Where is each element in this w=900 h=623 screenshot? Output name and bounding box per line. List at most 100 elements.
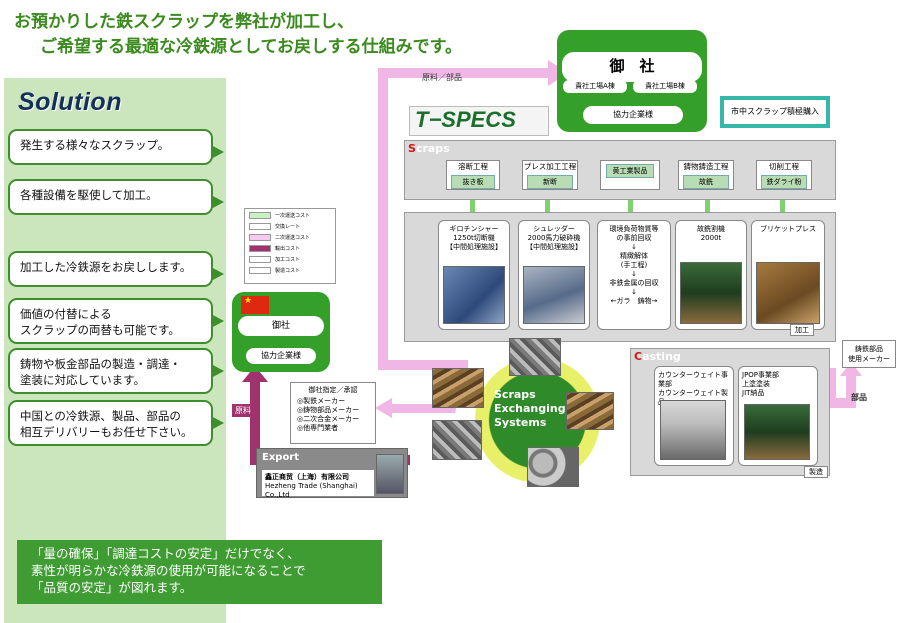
process-3: 黄工業製品 bbox=[600, 160, 660, 190]
client-partner: 協力企業様 bbox=[583, 106, 683, 124]
designation-item-2: ◎鋳物部品メーカー bbox=[297, 406, 360, 414]
bubble-4: 価値の付替による スクラップの両替も可能です。 bbox=[8, 298, 224, 344]
legend-swatch-6 bbox=[249, 267, 271, 274]
bubble-3-text: 加工した冷鉄源をお戻しします。 bbox=[20, 260, 192, 274]
pink-horizontal-mid bbox=[378, 360, 468, 370]
legend-swatch-2 bbox=[249, 223, 271, 230]
china-partner: 協力企業様 bbox=[246, 348, 316, 364]
photo-shredder bbox=[523, 266, 585, 324]
export-company-en: Hezheng Trade (Shanghai) Co.,Ltd bbox=[265, 482, 358, 499]
flow-label-top: 原料／部品 bbox=[422, 73, 462, 82]
process-3-sub: 黄工業製品 bbox=[605, 164, 655, 178]
china-client-title: 御社 bbox=[238, 316, 324, 336]
casting-col2-text: JPOP事業部 上塗塗装 JIT納品 bbox=[742, 371, 780, 397]
bubble-2-text: 各種設備を駆使して加工。 bbox=[20, 188, 158, 202]
photo-scrap-4 bbox=[432, 420, 482, 460]
legend-item-5: 加工コスト bbox=[249, 255, 331, 264]
photo-scrap-5 bbox=[527, 447, 579, 487]
brand-box bbox=[409, 106, 549, 136]
legend-item-1: 一次運送コスト bbox=[249, 211, 331, 220]
process-2: プレス加工工程新断 bbox=[522, 160, 578, 190]
machine-1-text: ギロチンシャー 1250t切断機 【中間処理施設】 bbox=[446, 225, 502, 251]
photo-guillotine bbox=[443, 266, 505, 324]
machine-3: 環境負荷物質等 の事前回収 ↓ 精緻解体 (手工程) ↓ 非鉄金属の回収 ↓ ←… bbox=[597, 220, 671, 330]
machine-5-text: ブリケットプレス bbox=[760, 225, 816, 233]
legend-swatch-3 bbox=[249, 234, 271, 241]
designation-box: 御社指定／承認 ◎製鉄メーカー ◎鋳物部品メーカー ◎二次合金メーカー ◎他専門… bbox=[290, 382, 376, 444]
process-1-sub: 抜き板 bbox=[451, 175, 495, 189]
legend-swatch-4 bbox=[249, 245, 271, 252]
bubble-2: 各種設備を駆使して加工。 bbox=[8, 179, 224, 215]
legend-item-3: 二次運送コスト bbox=[249, 233, 331, 242]
headline-line1: お預かりした鉄スクラップを弊社が加工し、 bbox=[14, 12, 354, 32]
pink-right-vertical bbox=[826, 368, 836, 408]
legend-label-4: 輸出コスト bbox=[275, 246, 301, 252]
pink-right-up bbox=[846, 374, 856, 408]
designation-item-1: ◎製鉄メーカー bbox=[297, 397, 346, 405]
pink-arrowhead-right bbox=[840, 362, 862, 376]
export-company: 鑫正商贸（上海）有限公司 Hezheng Trade (Shanghai) Co… bbox=[262, 470, 374, 499]
photo-breaker bbox=[680, 262, 742, 324]
bubble-1: 発生する様々なスクラップ。 bbox=[8, 129, 224, 165]
raw-material-label: 原料 bbox=[232, 404, 254, 417]
parts-label: 部品 bbox=[851, 393, 867, 402]
bubble-1-text: 発生する様々なスクラップ。 bbox=[20, 138, 170, 152]
machine-2-text: シュレッダー 2000馬力破砕機 【中間処理施設】 bbox=[526, 225, 582, 251]
export-label: Export bbox=[262, 452, 300, 463]
photo-counterweight bbox=[660, 400, 726, 460]
process-4-sub: 故銑 bbox=[683, 175, 729, 189]
scraps-header-initial: S bbox=[408, 142, 416, 155]
bubble-6: 中国との冷鉄源、製品、部品の 相互デリバリーもお任せ下さい。 bbox=[8, 400, 224, 446]
photo-briquette bbox=[756, 262, 820, 324]
solution-title: Solution bbox=[18, 88, 122, 116]
client-plant-b: 貴社工場B棟 bbox=[633, 80, 697, 93]
legend: 一次運送コスト 交換レート 二次運送コスト 輸出コスト 加工コスト 製造コスト bbox=[244, 208, 336, 284]
process-5-sub: 鉄ダライ粉 bbox=[761, 175, 807, 189]
bubble-5-text: 鋳物や板金部品の製造・調達・ 塗装に対応しています。 bbox=[20, 357, 181, 387]
process-tag: 加工 bbox=[790, 324, 814, 336]
pink-vertical-left bbox=[378, 68, 388, 368]
legend-label-5: 加工コスト bbox=[275, 257, 301, 263]
pink-right-horizontal bbox=[826, 398, 856, 408]
magenta-vertical bbox=[250, 380, 260, 465]
process-2-label: プレス加工工程 bbox=[523, 162, 577, 171]
china-flag-icon: ★ bbox=[241, 296, 269, 314]
brand-logo: T−SPECS bbox=[415, 107, 516, 132]
casting-header-initial: C bbox=[634, 350, 643, 363]
casting-header-rest: asting bbox=[642, 350, 681, 363]
process-4-label: 鋳物鋳造工程 bbox=[683, 162, 729, 171]
bubble-6-text: 中国との冷鉄源、製品、部品の 相互デリバリーもお任せ下さい。 bbox=[20, 409, 193, 439]
process-1-label: 溶断工程 bbox=[458, 162, 488, 171]
bottom-summary: 「量の確保」「調達コストの安定」だけでなく、 素性が明らかな冷鉄源の使用が可能に… bbox=[17, 540, 382, 604]
client-plant-a: 貴社工場A棟 bbox=[563, 80, 627, 93]
machine-4-text: 故銑割機 2000t bbox=[697, 225, 725, 242]
legend-swatch-1 bbox=[249, 212, 271, 219]
photo-painting bbox=[744, 404, 810, 460]
casting-tag: 製造 bbox=[804, 466, 828, 478]
pink-horizontal-top bbox=[378, 68, 548, 78]
designation-title: 御社指定／承認 bbox=[308, 386, 358, 394]
machine-3-text: 環境負荷物質等 の事前回収 ↓ 精緻解体 (手工程) ↓ 非鉄金属の回収 ↓ ←… bbox=[609, 225, 659, 305]
legend-item-6: 製造コスト bbox=[249, 266, 331, 275]
legend-label-1: 一次運送コスト bbox=[275, 213, 311, 219]
photo-scrap-2 bbox=[432, 368, 484, 408]
client-top-title: 御 社 bbox=[562, 52, 702, 82]
designation-item-4: ◎他専門業者 bbox=[297, 424, 339, 432]
pink-to-designation bbox=[392, 404, 462, 413]
bubble-3: 加工した冷鉄源をお戻しします。 bbox=[8, 251, 224, 287]
designation-item-3: ◎二次合金メーカー bbox=[297, 415, 360, 423]
headline-line2: ご希望する最適な冷鉄源としてお戻しする仕組みです。 bbox=[40, 37, 462, 57]
legend-swatch-5 bbox=[249, 256, 271, 263]
headline: お預かりした鉄スクラップを弊社が加工し、 ご希望する最適な冷鉄源としてお戻しする… bbox=[14, 10, 462, 60]
process-2-sub: 新断 bbox=[527, 175, 573, 189]
process-4: 鋳物鋳造工程故銑 bbox=[678, 160, 734, 190]
pink-arrowhead-designation bbox=[375, 398, 392, 418]
process-5-label: 切削工程 bbox=[769, 162, 799, 171]
process-5: 切削工程鉄ダライ粉 bbox=[756, 160, 812, 190]
center-title: Scraps Exchanging Systems bbox=[494, 388, 566, 429]
magenta-arrowhead bbox=[242, 366, 268, 382]
photo-scrap-1 bbox=[509, 338, 561, 376]
photo-scrap-3 bbox=[566, 392, 614, 430]
bubble-4-text: 価値の付替による スクラップの両替も可能です。 bbox=[20, 307, 180, 337]
photo-building bbox=[376, 454, 404, 494]
